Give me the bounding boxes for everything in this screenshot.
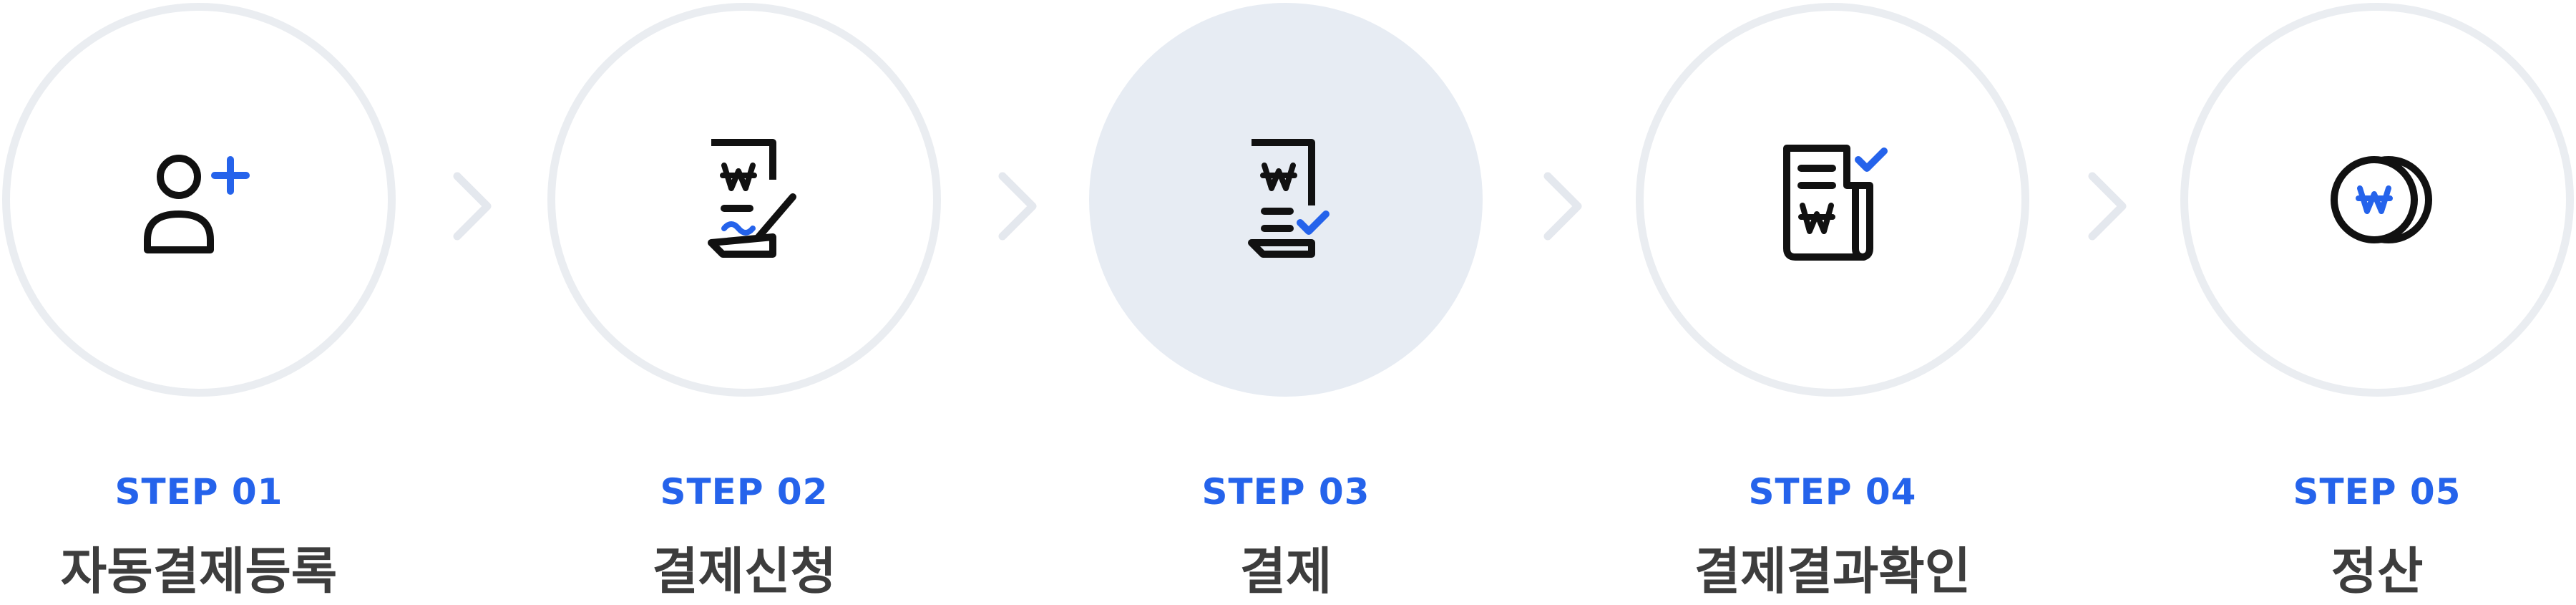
- step-3-title: 결제: [1239, 542, 1332, 601]
- chevron-right-icon: [2088, 172, 2127, 241]
- step-1-circle: [2, 3, 396, 397]
- step-4-circle: [1636, 3, 2029, 397]
- step-2-title: 결제신청: [652, 542, 836, 601]
- chevron-right-icon: [1543, 172, 1582, 241]
- add-user-icon: [144, 155, 250, 253]
- chevron-right-icon: [998, 172, 1037, 241]
- step-4-number: STEP 04: [1748, 471, 1917, 513]
- step-5-title: 정산: [2331, 542, 2424, 601]
- step-2-circle: [547, 3, 941, 397]
- step-1-title: 자동결제등록: [60, 542, 338, 601]
- step-3-number: STEP 03: [1201, 471, 1370, 513]
- step-3-circle-active: [1089, 3, 1483, 397]
- approved-document-icon: [1248, 139, 1330, 258]
- step-5-number: STEP 05: [2293, 471, 2462, 513]
- sign-document-icon: [708, 139, 796, 258]
- step-1-number: STEP 01: [114, 471, 283, 513]
- step-5-circle: [2180, 3, 2574, 397]
- chevron-right-icon: [453, 172, 492, 241]
- step-2-number: STEP 02: [660, 471, 829, 513]
- coins-icon: [2331, 156, 2432, 243]
- receipt-check-icon: [1783, 145, 1888, 261]
- step-4-title: 결제결과확인: [1694, 542, 1971, 601]
